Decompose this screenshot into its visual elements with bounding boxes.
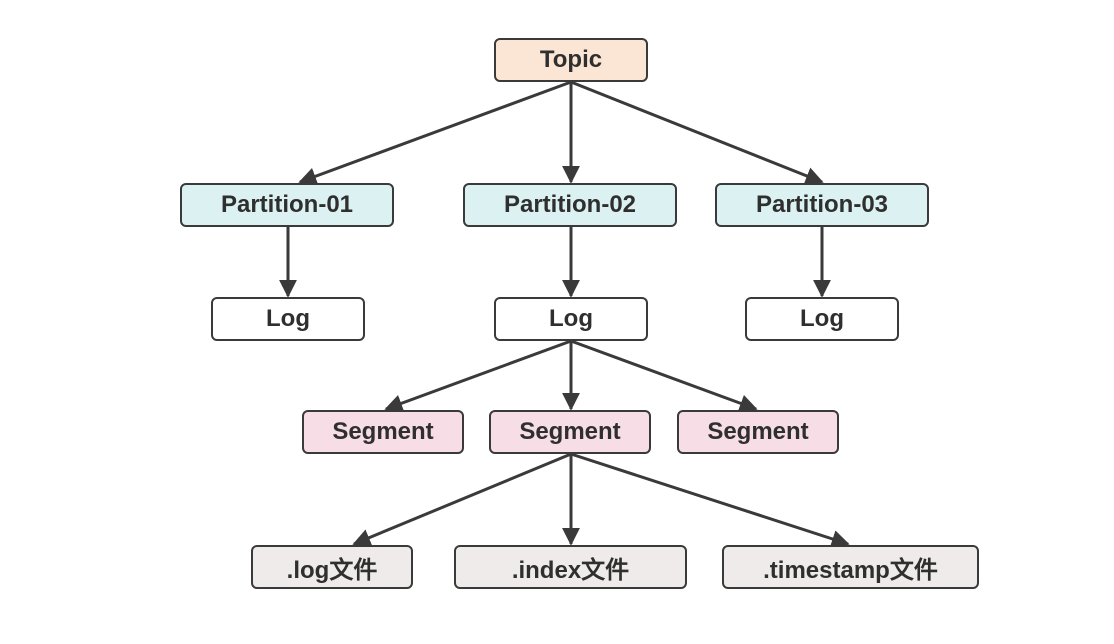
log-file-node: .log文件: [251, 545, 413, 589]
edge-log-segment-3: [570, 339, 758, 412]
partition-02-node: Partition-02: [463, 183, 677, 227]
edge-topic-partition-01: [298, 80, 572, 185]
timestamp-file-node: .timestamp文件: [722, 545, 979, 589]
segment-node-2: Segment: [489, 410, 651, 454]
segment-node-3: Segment: [677, 410, 839, 454]
log-node-partition-02: Log: [494, 297, 648, 341]
partition-01-node: Partition-01: [180, 183, 394, 227]
partition-03-node: Partition-03: [715, 183, 929, 227]
edge-topic-partition-03: [570, 80, 824, 185]
segment-node-1: Segment: [302, 410, 464, 454]
index-file-node: .index文件: [454, 545, 687, 589]
log-node-partition-03: Log: [745, 297, 899, 341]
edge-log-segment-1: [384, 339, 572, 412]
topic-node: Topic: [494, 38, 648, 82]
edge-segment-log-file: [352, 452, 572, 547]
edge-segment-timestamp-file: [570, 452, 850, 548]
log-node-partition-01: Log: [211, 297, 365, 341]
